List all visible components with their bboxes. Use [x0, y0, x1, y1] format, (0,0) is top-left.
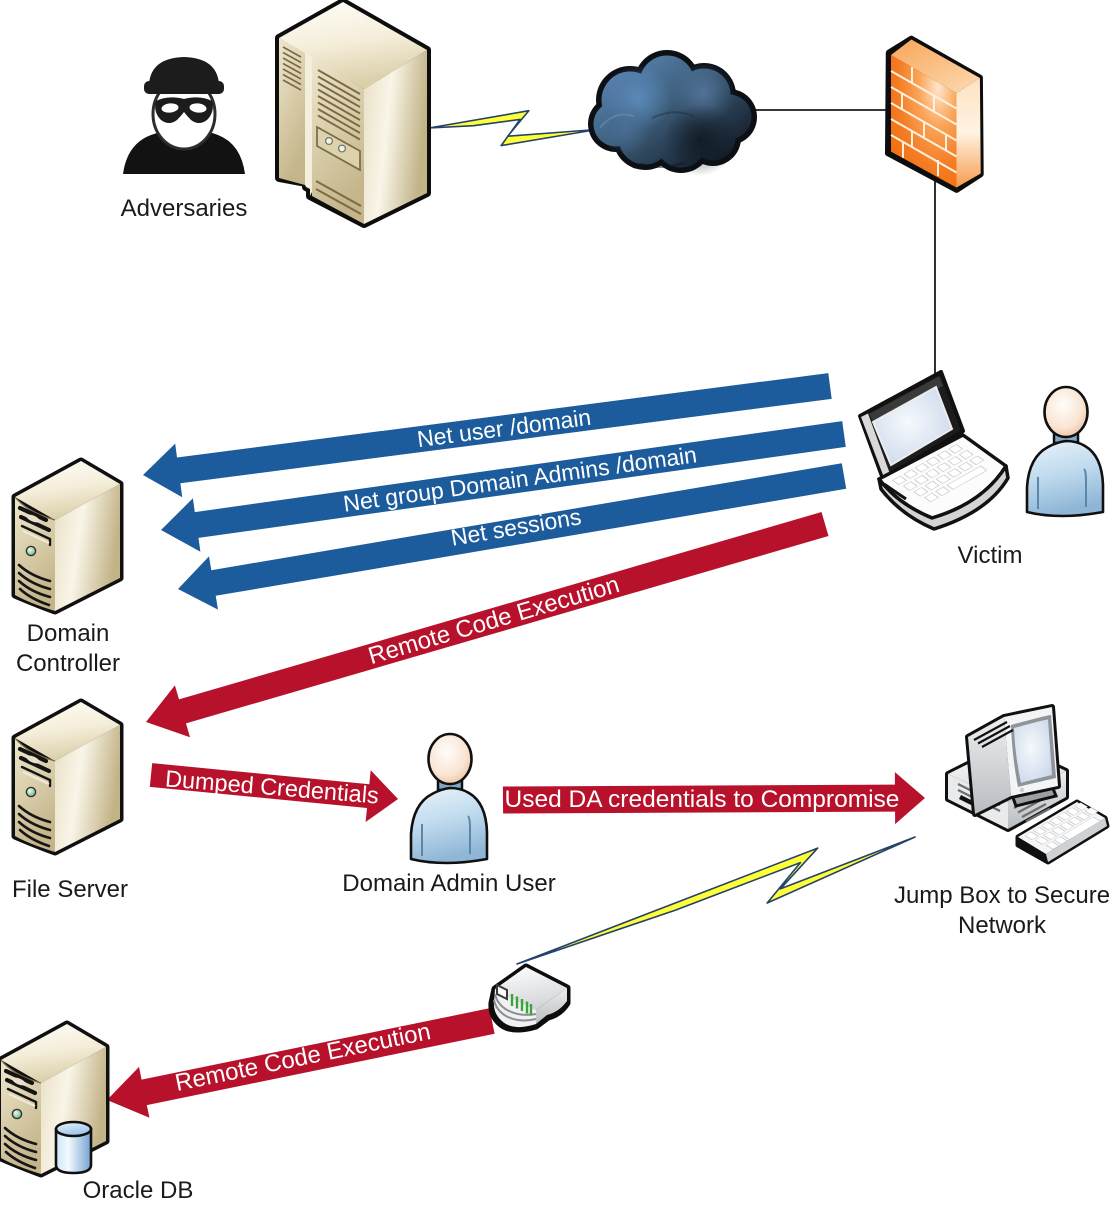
mainframe-server-icon — [275, 0, 431, 228]
arrow-net-user — [143, 373, 832, 498]
lightning-bolt-icon — [516, 836, 916, 965]
firewall-icon — [885, 35, 984, 193]
label-used-da-credentials: Used DA credentials to Compromise — [504, 786, 900, 813]
label-victim: Victim — [957, 542, 1023, 569]
label-adversaries: Adversaries — [120, 195, 248, 222]
label-oracle-db: Oracle DB — [82, 1177, 194, 1204]
label-domain-controller: Domain Controller — [15, 620, 121, 677]
server-tower-icon — [15, 702, 120, 852]
person-icon — [409, 732, 489, 865]
desktop-computer-icon — [945, 704, 1110, 865]
database-server-icon — [1, 1024, 106, 1174]
router-icon — [488, 963, 571, 1033]
database-cylinder-icon — [54, 1120, 93, 1175]
edge-jumpbox-to-router — [516, 836, 916, 965]
arrow-net-group — [161, 421, 846, 552]
label-jump-box: Jump Box to Secure Network — [893, 882, 1111, 939]
server-tower-icon — [15, 461, 120, 611]
cloud-icon — [588, 50, 757, 176]
label-domain-admin-user: Domain Admin User — [342, 870, 556, 897]
person-icon — [1025, 385, 1105, 518]
arrow-dumped-credentials — [149, 763, 398, 822]
edge-adversary-to-cloud — [428, 109, 598, 147]
arrow-rce-router-oracle — [107, 1008, 495, 1118]
lightning-bolt-icon — [428, 109, 598, 147]
label-file-server: File Server — [11, 876, 129, 903]
burglar-icon — [123, 57, 245, 174]
laptop-icon — [858, 370, 1010, 531]
arrow-used-da-credentials — [502, 772, 925, 825]
arrow-rce-victim-fileserver — [146, 512, 829, 738]
arrow-net-sessions — [178, 463, 847, 610]
